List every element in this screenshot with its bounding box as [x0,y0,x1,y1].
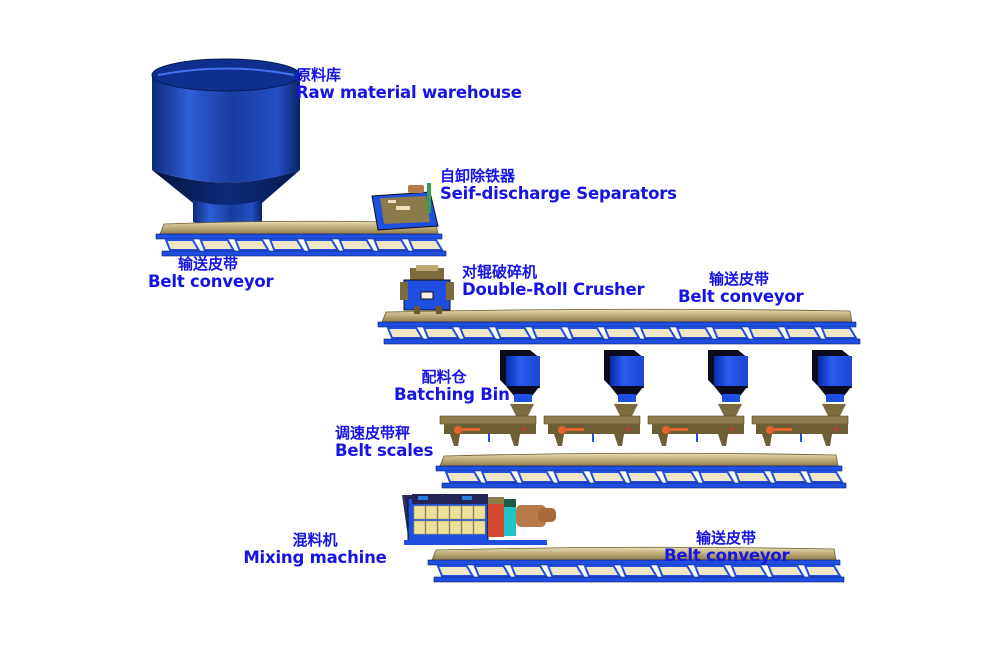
label-mixing-machine: 混料机 Mixing machine [240,531,390,568]
conveyor-roller-panel [656,565,695,577]
batching-bin [500,350,540,402]
conveyor-roller-panel [733,471,772,483]
label-zh: 原料库 [296,66,342,84]
conveyor-roller-panel [553,471,591,483]
label-zh: 混料机 [292,531,338,549]
batching-bin [812,350,852,402]
label-en: Mixing machine [243,548,387,568]
label-belt-scales: 调速皮带秤 Belt scales [335,424,434,461]
belt-scale [439,404,537,446]
double-roll-crusher [400,265,454,314]
label-separator: 自卸除铁器 Seif-discharge Separators [440,167,677,204]
label-zh: 配料仓 [421,368,467,386]
conveyor-roller-panel [531,327,569,339]
conveyor-roller-panel [338,239,375,251]
label-belt-conveyor-2: 输送皮带 Belt conveyor [678,270,804,307]
belt-conveyor-2 [377,308,861,345]
label-zh: 调速皮带秤 [335,424,411,442]
mixer-panel [413,520,426,535]
label-en: Belt conveyor [148,272,274,292]
conveyor-roller-panel [806,471,844,483]
mixer-panel [425,520,438,535]
label-en: Belt conveyor [678,287,804,307]
label-belt-conveyor-1: 输送皮带 Belt conveyor [148,255,274,292]
mixer-panel [461,520,474,535]
belt-conveyor-4 [427,546,845,583]
mixer-panel [449,505,462,520]
conveyor-roller-panel [697,471,736,483]
label-belt-conveyor-4: 输送皮带 Belt conveyor [664,529,790,566]
label-en: Seif-discharge Separators [440,184,677,204]
mixer-panel [413,505,426,520]
conveyor-roller-panel [711,327,750,339]
mixer-panel [473,505,486,520]
conveyor-roller-panel [386,327,424,339]
conveyor-roller-panel [473,565,512,577]
conveyor-roller-panel [748,327,786,339]
raw-material-warehouse [151,58,301,227]
conveyor-roller-panel [444,471,482,483]
belt-conveyor-3 [435,452,847,489]
conveyor-roller-panel [458,327,497,339]
mixing-machine [402,494,556,545]
label-zh: 输送皮带 [708,270,769,288]
mixer-panel [437,520,450,535]
label-zh: 对辊破碎机 [462,263,538,281]
conveyor-roller-panel [639,327,677,339]
belt-scale [543,404,641,446]
conveyor-roller-panel [625,471,663,483]
belt-scale [751,404,849,446]
conveyor-roller-panel [516,471,555,483]
conveyor-roller-panel [675,327,714,339]
conveyor-roller-panel [199,239,236,251]
mixer-panel [473,520,486,535]
conveyor-roller-panel [268,239,305,251]
self-discharge-separator [371,183,439,231]
label-double-roll-crusher: 对辊破碎机 Double-Roll Crusher [462,263,645,300]
batching-bin [708,350,748,402]
belt-scale [647,404,745,446]
conveyor-roller-panel [803,565,842,577]
conveyor-roller-panel [509,565,548,577]
label-en: Batching Bin [394,385,510,405]
conveyor-roller-panel [620,565,659,577]
label-en: Double-Roll Crusher [462,280,645,300]
conveyor-roller-panel [730,565,769,577]
conveyor-roller-panel [767,565,806,577]
conveyor-roller-panel [784,327,822,339]
mixer-panel [461,505,474,520]
conveyor-roller-panel [820,327,858,339]
label-raw-material-warehouse: 原料库 Raw material warehouse [296,66,522,103]
conveyor-roller-panel [546,565,585,577]
conveyor-roller-panel [422,327,461,339]
conveyor-roller-panel [373,239,410,251]
conveyor-roller-panel [234,239,271,251]
label-batching-bin: 配料仓 Batching Bin [394,368,510,405]
mixer-panel [425,505,438,520]
conveyor-roller-panel [164,239,201,251]
batching-bin [604,350,644,402]
conveyor-roller-panel [494,327,533,339]
conveyor-roller-panel [480,471,519,483]
conveyor-roller-panel [303,239,340,251]
mixer-panel [449,520,462,535]
conveyor-roller-panel [693,565,732,577]
label-en: Belt conveyor [664,546,790,566]
conveyor-roller-panel [770,471,808,483]
label-zh: 输送皮带 [695,529,756,547]
conveyor-roller-panel [661,471,700,483]
conveyor-roller-panel [407,239,444,251]
belt-conveyor-1 [155,220,447,257]
label-zh: 自卸除铁器 [440,167,516,185]
conveyor-roller-panel [603,327,641,339]
conveyor-roller-panel [567,327,605,339]
mixer-panel [437,505,450,520]
label-zh: 输送皮带 [177,255,238,273]
conveyor-roller-panel [436,565,475,577]
label-en: Raw material warehouse [296,83,522,103]
conveyor-roller-panel [589,471,627,483]
label-en: Belt scales [335,441,434,461]
conveyor-roller-panel [583,565,622,577]
